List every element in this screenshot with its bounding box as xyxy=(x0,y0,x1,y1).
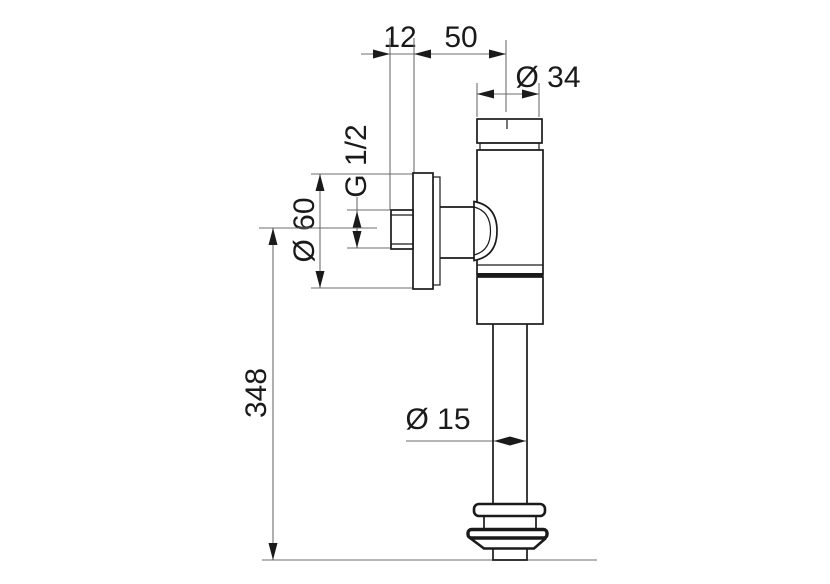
outlet-fitting xyxy=(466,502,549,561)
dimension-labels: 12 50 Ø 34 G 1/2 Ø 60 348 Ø 15 xyxy=(240,21,581,436)
dim-body-diameter-lines xyxy=(476,83,540,117)
dim-flange-diameter-lines xyxy=(311,173,414,289)
arrow-left-icon xyxy=(414,49,431,59)
body-separator-band xyxy=(477,273,543,277)
arrow-right-icon xyxy=(510,436,526,446)
dim-thread-lines xyxy=(347,197,390,249)
dim-label-outlet-pipe-diameter: Ø 15 xyxy=(405,403,470,436)
outlet-fitting-neck xyxy=(483,516,537,529)
outlet-fitting-cone xyxy=(469,536,547,550)
wall-flange-back-plate xyxy=(432,176,441,286)
push-button-cap xyxy=(476,118,543,144)
dim-12-50-lines xyxy=(361,38,507,210)
arrow-down-icon xyxy=(268,543,278,560)
outlet-fitting-top-flange xyxy=(472,502,547,518)
dim-label-wall-flange-diameter: Ø 60 xyxy=(288,197,321,262)
valve-outline xyxy=(390,118,549,561)
cap-groove-ring xyxy=(479,142,540,151)
arrow-right-icon xyxy=(522,89,539,99)
inlet-pipe xyxy=(440,206,474,259)
outlet-fitting-stub xyxy=(492,548,528,561)
wall-flange-plate xyxy=(412,172,434,290)
arrow-down-icon xyxy=(352,231,362,248)
arrow-left-icon xyxy=(494,436,510,446)
outlet-pipe xyxy=(492,324,528,504)
arrow-up-icon xyxy=(268,228,278,245)
inlet-bulge-inner xyxy=(473,206,492,256)
dim-label-inlet-thread: G 1/2 xyxy=(340,124,373,197)
dim-pipe-diameter-lines xyxy=(406,436,526,446)
inlet-bulge xyxy=(473,200,498,262)
dimension-lines xyxy=(259,38,597,561)
arrow-right-icon xyxy=(489,49,506,59)
outlet-fitting-lower-flange xyxy=(466,527,549,540)
hex-nut-facets xyxy=(391,214,413,245)
arrow-left-icon xyxy=(477,89,494,99)
dim-label-flange-thickness: 12 xyxy=(383,21,416,54)
hex-nut xyxy=(390,209,414,250)
arrow-down-icon xyxy=(315,271,325,288)
arrow-up-icon xyxy=(352,211,362,228)
dim-label-installation-height: 348 xyxy=(240,368,273,418)
valve-lower-body xyxy=(476,276,544,325)
dim-label-wall-to-valve-center: 50 xyxy=(444,21,477,54)
dim-label-valve-body-diameter: Ø 34 xyxy=(515,61,580,94)
arrow-up-icon xyxy=(315,174,325,191)
dim-height-lines xyxy=(259,227,597,561)
arrow-right-icon xyxy=(373,49,390,59)
